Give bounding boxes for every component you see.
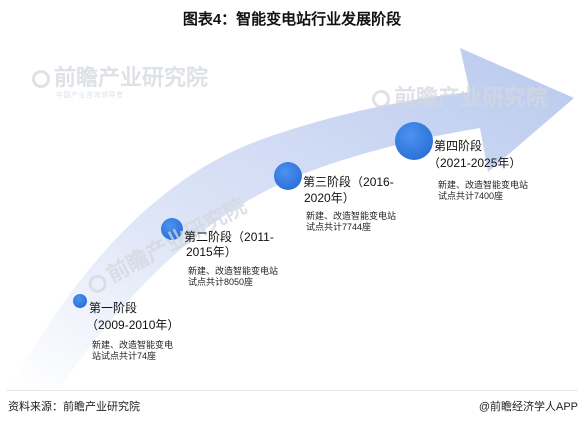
stage-4-dot xyxy=(395,122,433,160)
stage-2-name-text: 第二阶段 xyxy=(184,230,233,244)
stage-3-name: 第三阶段（2016- xyxy=(303,174,394,190)
stage-3-desc: 新建、改造智能变电站试点共计7744座 xyxy=(306,211,397,232)
stage-3-period-b: 2020年） xyxy=(304,191,355,205)
stage-3-name-text: 第三阶段 xyxy=(303,175,352,189)
stage-1-desc: 新建、改造智能变电站试点共计74座 xyxy=(92,340,174,361)
footer-divider xyxy=(6,390,578,391)
stage-4-period: （2021-2025年） xyxy=(428,156,522,170)
stage-1-dot xyxy=(73,294,87,308)
source-note: 资料来源：前瞻产业研究院 xyxy=(8,401,140,413)
stage-3-dot xyxy=(274,162,302,190)
stage-1-name: 第一阶段 xyxy=(89,301,138,315)
brand-logo-icon xyxy=(372,90,390,109)
stage-1-period: （2009-2010年） xyxy=(86,318,180,332)
stage-2-period-b: 2015年） xyxy=(186,245,237,259)
watermark-top: 前瞻产业研究院 中国产业咨询领导者 xyxy=(32,60,208,100)
chart-title: 图表4：智能变电站行业发展阶段 xyxy=(182,11,402,28)
watermark-brand: 前瞻产业研究院 xyxy=(394,85,549,110)
stage-4-name: 第四阶段 xyxy=(434,139,483,153)
stage-3-period-a: （2016- xyxy=(351,175,394,189)
stage-2-period-a: （2011- xyxy=(232,230,274,244)
stage-4-desc: 新建、改造智能变电站试点共计7400座 xyxy=(438,180,529,201)
watermark-brand: 前瞻产业研究院 xyxy=(54,65,209,90)
stage-2-name: 第二阶段（2011- xyxy=(184,229,274,245)
stage-2-desc: 新建、改造智能变电站试点共计8050座 xyxy=(188,266,279,287)
watermark-sub: 中国产业咨询领导者 xyxy=(56,92,124,99)
watermark-right: 前瞻产业研究院 xyxy=(372,80,548,112)
app-credit: @前瞻经济学人APP xyxy=(478,401,578,413)
growth-arrow xyxy=(10,48,574,388)
stage-2-dot xyxy=(161,218,183,240)
brand-logo-icon xyxy=(32,70,50,89)
